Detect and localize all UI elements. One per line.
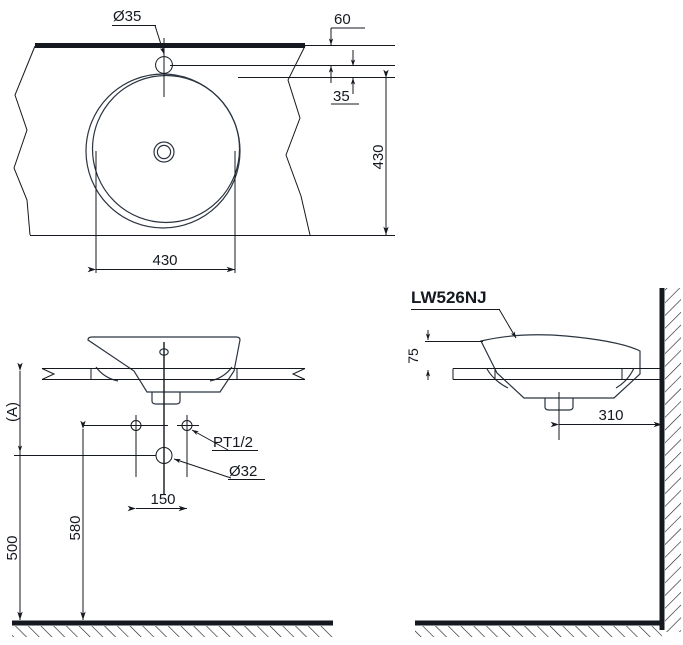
- dim-hole-diameter: Ø35: [113, 8, 141, 25]
- dim-bowl-width: 430: [152, 252, 177, 269]
- d35-leader: [154, 25, 165, 55]
- dim-wall-to-drain: 310: [598, 407, 623, 424]
- break-line-right: [285, 45, 311, 236]
- dim-basin-rim-height: 75: [405, 348, 421, 364]
- basin-profile-side: [480, 334, 641, 399]
- counter-break-right: [291, 368, 306, 380]
- drain-outer-circle: [153, 141, 175, 163]
- dim-drain-diameter: Ø32: [229, 463, 257, 480]
- basin-profile-front: [87, 336, 241, 393]
- dim-floor-to-supply: 580: [67, 515, 84, 540]
- d32-leader: [173, 458, 232, 479]
- front-section-view: PT1/2 Ø32 150 (A) 500 580: [4, 336, 333, 637]
- pt-leader: [191, 429, 229, 451]
- product-model-label: LW526NJ: [411, 288, 487, 307]
- side-section-view: LW526NJ 75 310: [405, 288, 681, 637]
- floor-hatch-right: [415, 626, 662, 637]
- wall-hatch: [665, 288, 681, 632]
- dim-hole-to-bowl: 35: [333, 88, 350, 105]
- dim-supply-thread: PT1/2: [213, 434, 253, 451]
- basin-inner-left: [95, 366, 119, 382]
- dim-bowl-depth: 430: [370, 144, 387, 169]
- bowl-outer-circle: [85, 73, 241, 229]
- break-line-left: [13, 45, 36, 236]
- basin-side-inner-right: [615, 367, 635, 389]
- drain-inner-circle: [156, 144, 172, 160]
- drain-spigot-front: [151, 392, 181, 405]
- counter-break-left: [41, 368, 56, 380]
- top-view: Ø35 60 35 430 430: [13, 8, 395, 273]
- dim-hole-offset-back: 60: [334, 11, 351, 28]
- bowl-inner-circle: [91, 74, 241, 224]
- floor-hatch-left: [12, 626, 333, 637]
- dim-floor-to-counter: 500: [4, 535, 21, 560]
- dim-supply-spread: 150: [150, 491, 175, 508]
- basin-side-inner-left: [486, 368, 509, 389]
- model-leader: [498, 308, 517, 339]
- dim-counter-height-ref: (A): [4, 402, 21, 422]
